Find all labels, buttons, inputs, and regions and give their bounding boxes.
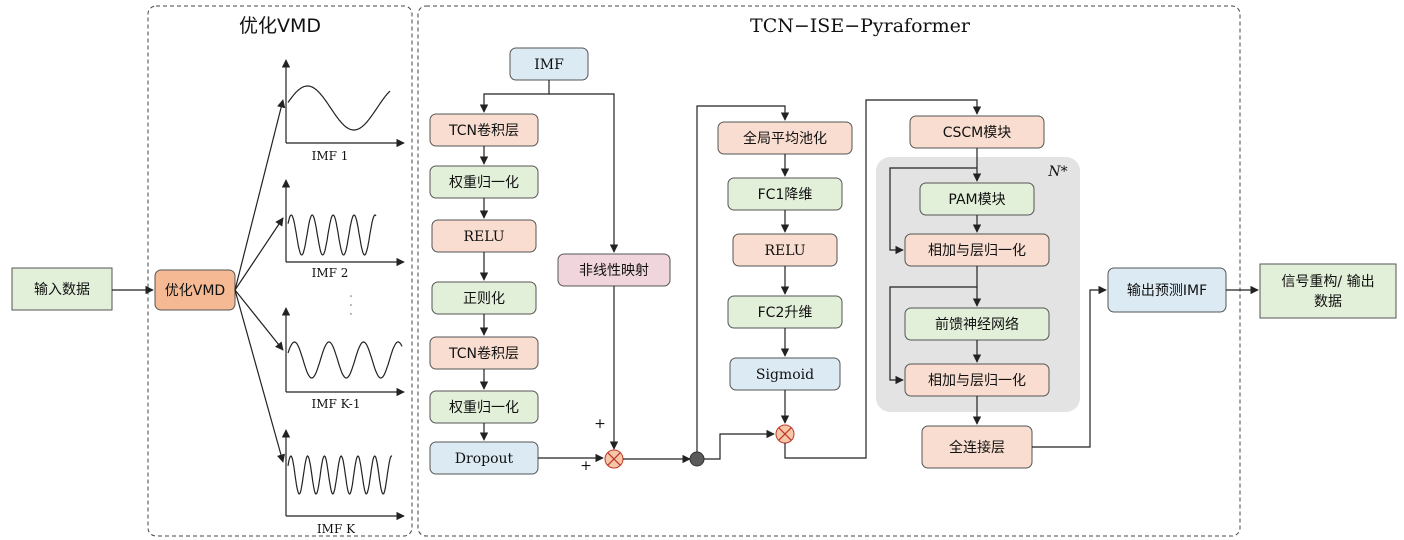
imfk-label: IMF K bbox=[317, 522, 356, 536]
pam-label: PAM模块 bbox=[948, 192, 1005, 208]
multiply-node-2 bbox=[775, 424, 795, 444]
fc2-label: FC2升维 bbox=[758, 305, 813, 321]
imf-ellipsis: · · · bbox=[342, 294, 358, 316]
arrow-imf-tcn1 bbox=[479, 80, 550, 113]
multiply-node-1 bbox=[604, 449, 624, 469]
global-avg-pool-label: 全局平均池化 bbox=[743, 130, 827, 147]
weight-norm-2-label: 权重归一化 bbox=[449, 399, 519, 416]
arrow-vmd-imfk bbox=[234, 289, 286, 463]
add-norm-2-label: 相加与层归一化 bbox=[928, 372, 1026, 389]
arrow-junction-gap bbox=[696, 105, 790, 452]
arrow-vmd-imf1 bbox=[234, 99, 286, 291]
arrow-imf-nonlinear bbox=[549, 93, 619, 253]
sigmoid-label: Sigmoid bbox=[756, 367, 814, 383]
vmd-panel-title: 优化VMD bbox=[239, 15, 321, 37]
plus-sign-top: + bbox=[594, 416, 606, 432]
nonlinear-mapping-label: 非线性映射 bbox=[579, 263, 649, 279]
add-norm-1-label: 相加与层归一化 bbox=[928, 242, 1026, 259]
input-label: 输入数据 bbox=[34, 282, 90, 298]
cscm-label: CSCM模块 bbox=[943, 125, 1012, 141]
reconstruct-label-line2: 数据 bbox=[1314, 294, 1342, 310]
imf1-label: IMF 1 bbox=[312, 149, 349, 163]
relu-2-label: RELU bbox=[764, 243, 805, 259]
imfk-waveform bbox=[287, 455, 393, 495]
plus-sign-left: + bbox=[580, 458, 592, 474]
arrow-vmd-imfk1 bbox=[234, 289, 284, 351]
arrow-vmd-imf2 bbox=[234, 217, 284, 291]
tcn-conv-1-label: TCN卷积层 bbox=[448, 123, 519, 139]
fc1-label: FC1降维 bbox=[758, 187, 813, 203]
arrow-mult2-cscm bbox=[784, 99, 982, 459]
arrow-fc-output bbox=[1032, 285, 1107, 448]
imfk1-label: IMF K-1 bbox=[312, 397, 361, 411]
input-box bbox=[11, 267, 113, 311]
regularization-label: 正则化 bbox=[463, 291, 505, 307]
relu-1-label: RELU bbox=[463, 229, 504, 245]
imf2-waveform bbox=[287, 214, 377, 256]
vmd-panel bbox=[147, 5, 413, 537]
arrow-junction-mult2 bbox=[704, 429, 775, 460]
imf1-waveform bbox=[287, 85, 391, 131]
feed-forward-label: 前馈神经网络 bbox=[935, 316, 1019, 333]
dropout-label: Dropout bbox=[455, 451, 514, 467]
reconstruct-box bbox=[1259, 263, 1397, 319]
model-panel-title: TCN−ISE−Pyraformer bbox=[750, 15, 971, 37]
junction-node bbox=[689, 451, 705, 467]
output-imf-label: 输出预测IMF bbox=[1127, 283, 1207, 299]
imfk1-waveform bbox=[287, 341, 403, 379]
weight-norm-1-label: 权重归一化 bbox=[449, 174, 519, 191]
imf-label: IMF bbox=[534, 57, 564, 73]
reconstruct-label-line1: 信号重构/ 输出 bbox=[1281, 274, 1374, 290]
repeat-block bbox=[876, 157, 1080, 412]
arrow-residual-2 bbox=[889, 286, 977, 385]
arrow-residual-1 bbox=[889, 167, 977, 255]
model-panel bbox=[417, 5, 1241, 537]
fully-connected-label: 全连接层 bbox=[949, 439, 1005, 456]
repeat-label: N* bbox=[1047, 164, 1067, 180]
vmd-label: 优化VMD bbox=[165, 283, 225, 299]
imf2-label: IMF 2 bbox=[312, 266, 349, 280]
tcn-conv-2-label: TCN卷积层 bbox=[448, 346, 519, 362]
